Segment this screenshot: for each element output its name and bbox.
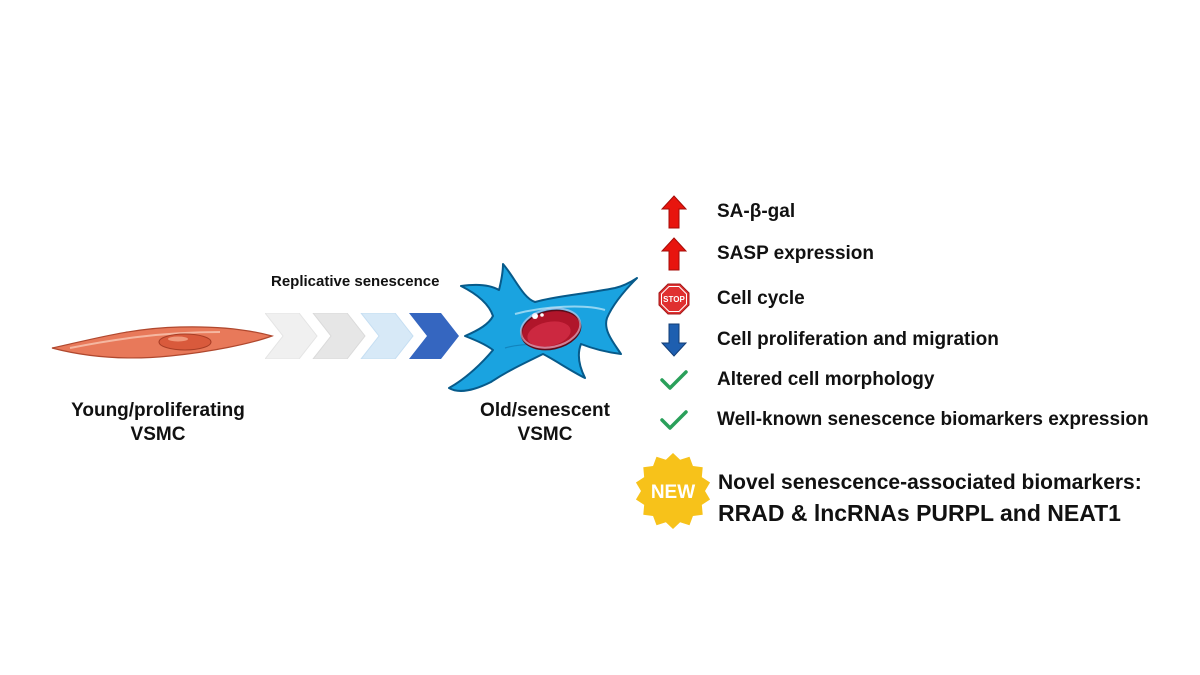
checkmark-icon bbox=[655, 402, 693, 438]
chevron-1 bbox=[265, 313, 318, 359]
feature-text: Cell cycle bbox=[717, 288, 805, 309]
young-vsmc-cell bbox=[51, 326, 274, 359]
down-arrow-icon bbox=[655, 322, 693, 358]
feature-text: Well-known senescence biomarkers express… bbox=[717, 409, 1149, 430]
old-cell-label-line1: Old/senescent bbox=[480, 400, 610, 421]
feature-item: Cell proliferation and migration bbox=[655, 322, 999, 358]
chevron-3 bbox=[360, 313, 414, 359]
old-vsmc-cell bbox=[448, 263, 638, 392]
young-cell-label-line1: Young/proliferating bbox=[71, 400, 245, 421]
young-cell-label-line2: VSMC bbox=[130, 424, 186, 445]
process-label: Replicative senescence bbox=[271, 273, 440, 290]
checkmark-icon bbox=[655, 362, 693, 398]
old-cell-label-line2: VSMC bbox=[517, 424, 573, 445]
young-cell-nucleus bbox=[158, 333, 212, 351]
stop-sign-text: STOP bbox=[663, 295, 685, 304]
new-badge-text: NEW bbox=[651, 482, 695, 503]
feature-item: Altered cell morphology bbox=[655, 362, 934, 398]
feature-text: Altered cell morphology bbox=[717, 369, 935, 390]
novel-biomarkers: Novel senescence-associated biomarkers: … bbox=[718, 468, 1142, 528]
up-arrow-icon bbox=[655, 236, 693, 272]
old-cell-label: Old/senescent VSMC bbox=[425, 399, 665, 447]
feature-item: Well-known senescence biomarkers express… bbox=[655, 402, 1149, 438]
stop-sign-icon: STOP bbox=[655, 281, 693, 317]
novel-line1: Novel senescence-associated biomarkers: bbox=[718, 471, 1142, 494]
chevron-2 bbox=[312, 313, 366, 359]
chevron-4 bbox=[409, 313, 459, 359]
feature-item: SA-β-gal bbox=[655, 194, 795, 230]
feature-text: SASP expression bbox=[717, 243, 875, 264]
feature-text: SA-β-gal bbox=[717, 201, 796, 222]
up-arrow-icon bbox=[655, 194, 693, 230]
feature-text: Cell proliferation and migration bbox=[717, 329, 999, 350]
feature-item: STOP Cell cycle bbox=[655, 281, 805, 317]
young-cell-label: Young/proliferating VSMC bbox=[38, 399, 278, 447]
new-badge-icon: NEW bbox=[635, 453, 711, 529]
process-chevrons bbox=[265, 313, 459, 359]
novel-line2: RRAD & lncRNAs PURPL and NEAT1 bbox=[718, 500, 1121, 526]
feature-item: SASP expression bbox=[655, 236, 874, 272]
